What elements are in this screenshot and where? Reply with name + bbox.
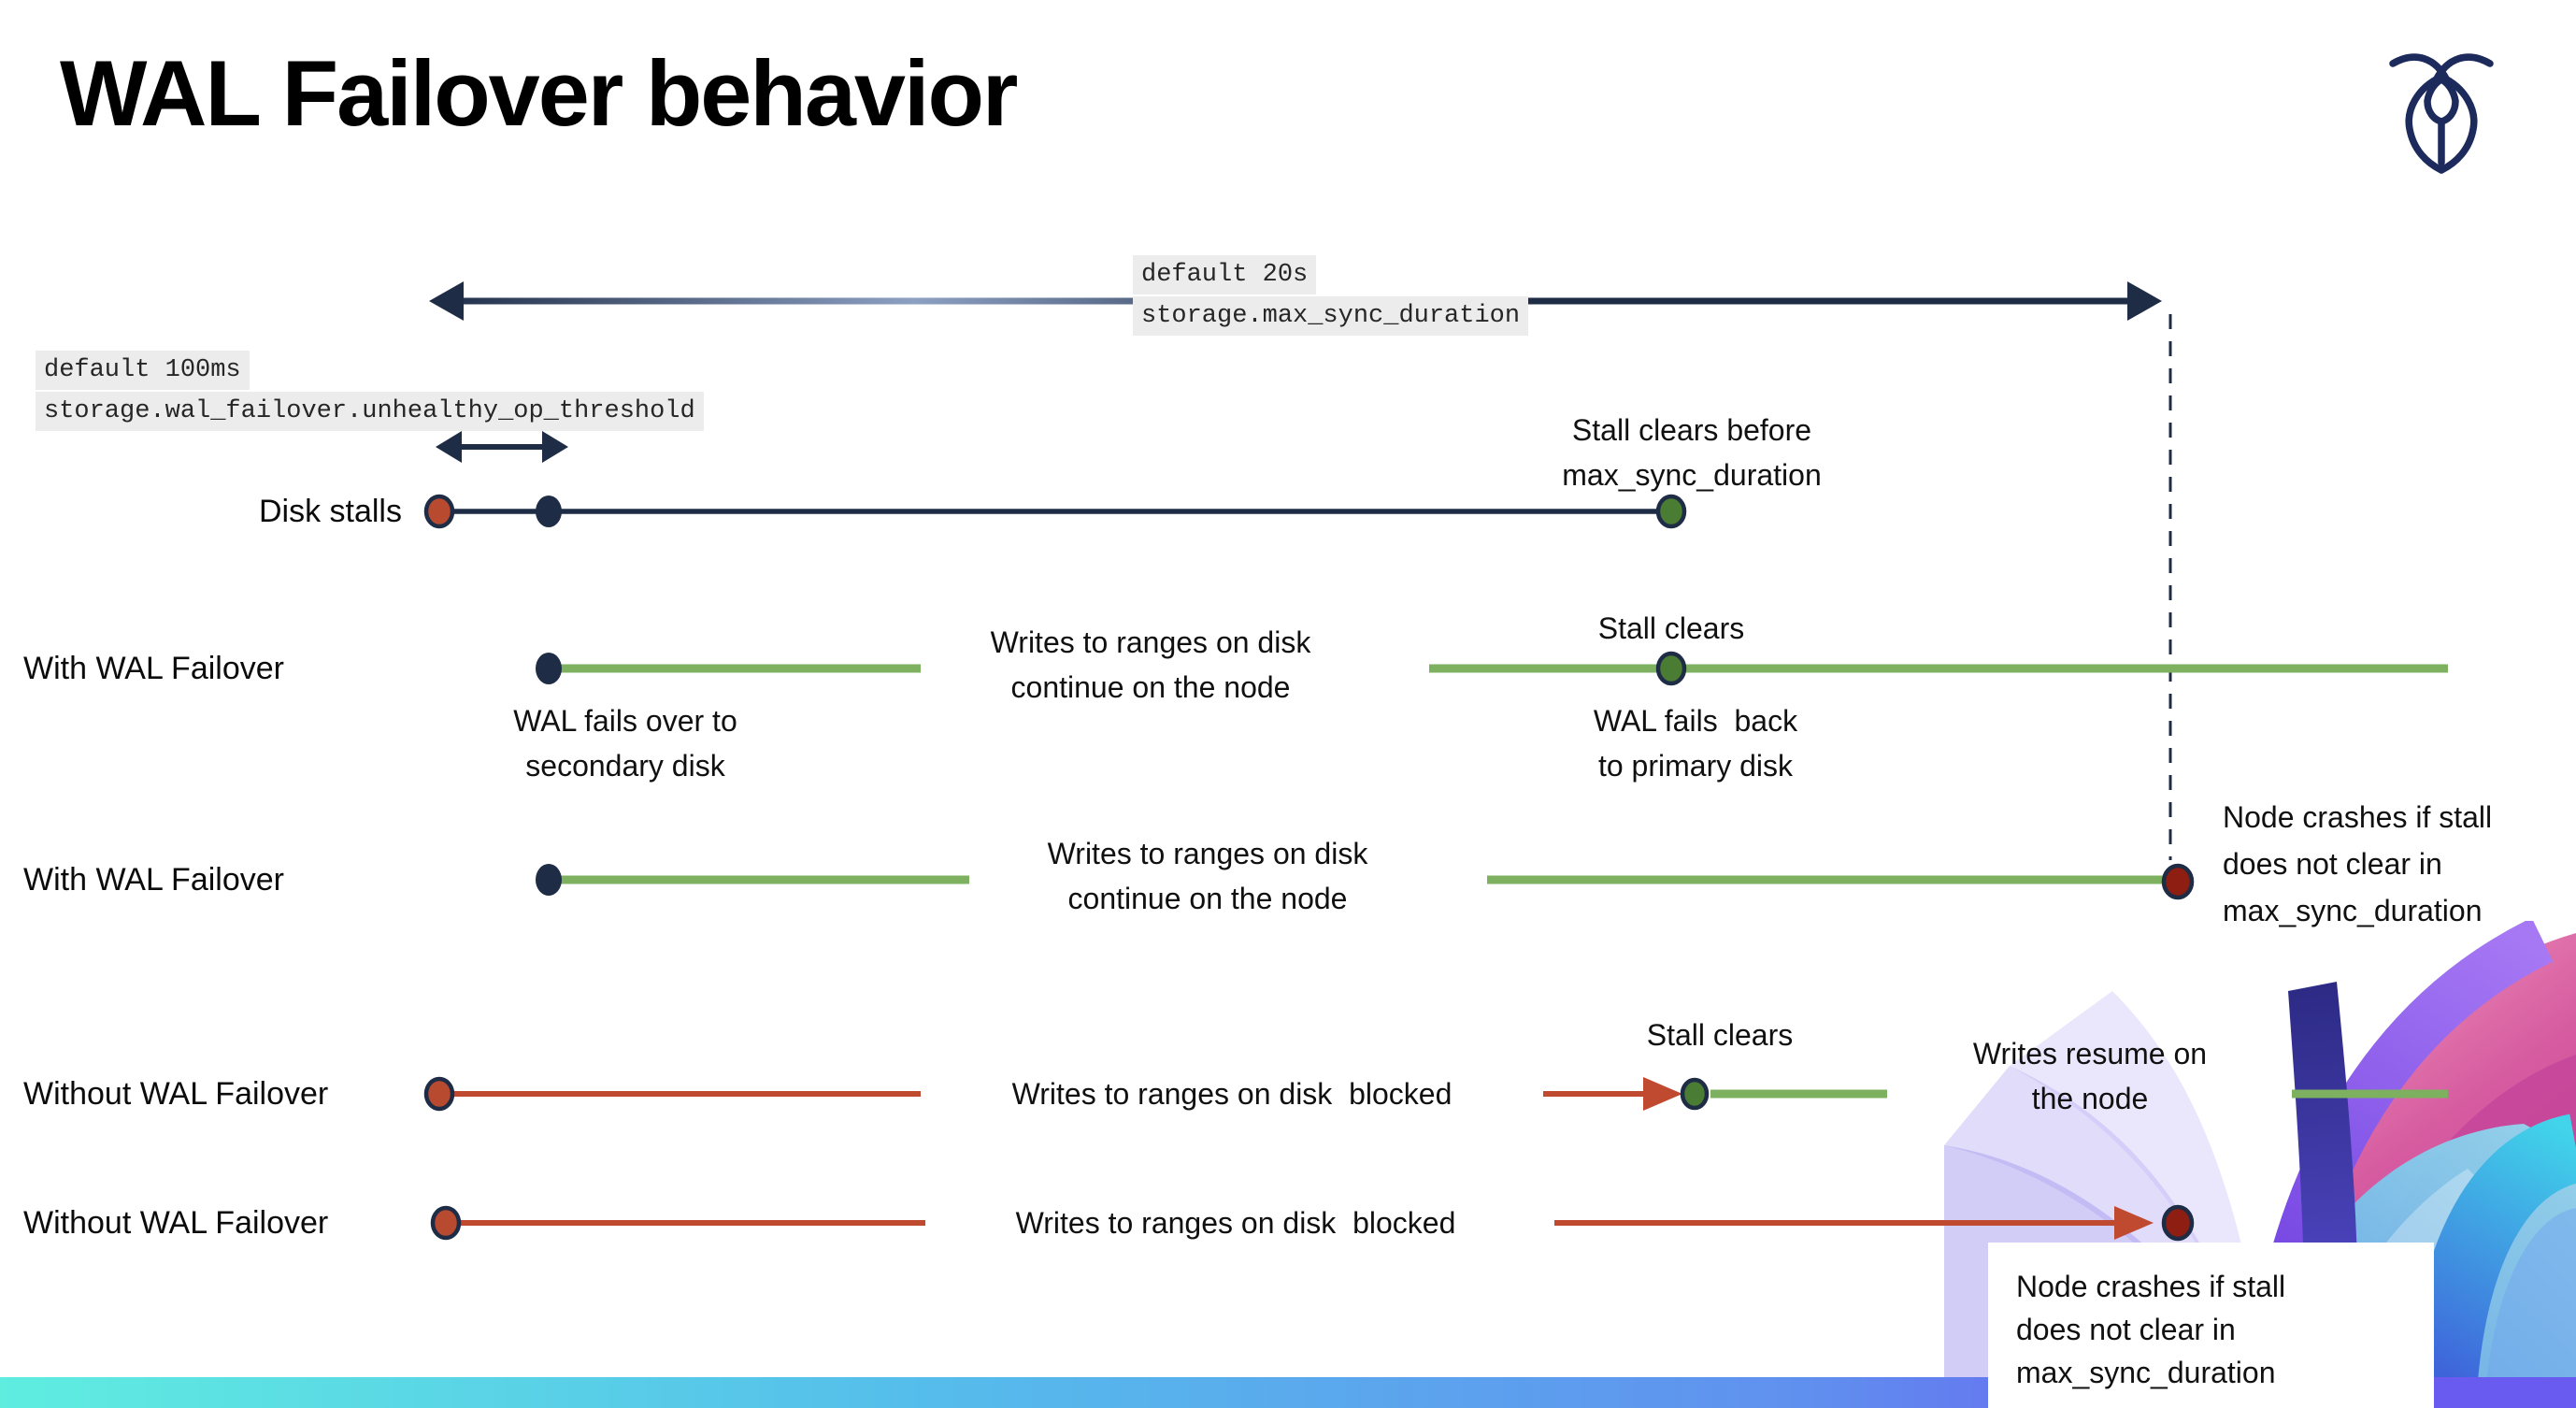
- row-label-with-wal-failover-2: With WAL Failover: [23, 862, 284, 898]
- stall-clears-dot: [1655, 651, 1687, 686]
- note-node-crashes-row5: Node crashes if stall does not clear in …: [2016, 1270, 2286, 1389]
- note-stall-clears-row4: Stall clears: [1646, 1018, 1794, 1052]
- stall-clears-dot: [1680, 1077, 1710, 1111]
- row-label-disk-stalls: Disk stalls: [258, 494, 402, 529]
- arrowhead: [1643, 1077, 1682, 1111]
- node-crash-dot: [2161, 863, 2195, 900]
- timeline-row-with-failover-crash: [536, 863, 2195, 900]
- threshold-reached-dot: [536, 496, 562, 527]
- note-wal-fails-over: WAL fails over to secondary disk: [513, 704, 737, 783]
- disk-stall-start-dot: [430, 1205, 462, 1241]
- timeline-row-without-failover-clears: [423, 1076, 2448, 1112]
- unhealthy-op-threshold-arrow: [436, 431, 568, 463]
- row-label-with-wal-failover-1: With WAL Failover: [23, 651, 284, 686]
- row-label-without-wal-failover-2: Without WAL Failover: [23, 1205, 329, 1241]
- unhealthy-op-default-label: default 100ms: [36, 351, 250, 390]
- note-writes-resume: Writes resume on the node: [1972, 1037, 2208, 1115]
- timeline-row-with-failover-clears: [536, 651, 2448, 686]
- note-stall-clears-before: Stall clears before max_sync_duration: [1562, 413, 1822, 492]
- note-node-crashes-row3: Node crashes if stall does not clear in …: [2223, 800, 2493, 927]
- max-sync-setting-label: storage.max_sync_duration: [1133, 296, 1529, 336]
- timeline-row-without-failover-crash: [430, 1204, 2195, 1242]
- note-writes-blocked-row4: Writes to ranges on disk blocked: [1011, 1077, 1453, 1111]
- disk-stall-start-dot: [423, 1076, 455, 1112]
- failover-dot: [536, 864, 562, 896]
- disk-stall-start-dot: [423, 494, 455, 529]
- max-sync-default-label: default 20s: [1133, 255, 1317, 295]
- arrowhead: [2114, 1206, 2154, 1240]
- timeline-row-disk-stalls: [423, 494, 1687, 529]
- node-crash-dot: [2161, 1204, 2195, 1242]
- row-label-without-wal-failover-1: Without WAL Failover: [23, 1076, 329, 1112]
- crash-note-box: Node crashes if stall does not clear in …: [1988, 1243, 2434, 1408]
- note-writes-continue-row2: Writes to ranges on disk continue on the…: [990, 625, 1311, 704]
- note-writes-continue-row3: Writes to ranges on disk continue on the…: [1047, 837, 1368, 915]
- unhealthy-op-setting-label: storage.wal_failover.unhealthy_op_thresh…: [36, 392, 704, 431]
- note-writes-blocked-row5: Writes to ranges on disk blocked: [1015, 1206, 1456, 1240]
- cockroachdb-roach-icon: [2389, 53, 2494, 174]
- stall-clears-dot: [1655, 494, 1687, 529]
- note-wal-fails-back: WAL fails back to primary disk: [1593, 704, 1798, 783]
- failover-dot: [536, 653, 562, 684]
- page-title: WAL Failover behavior: [60, 41, 1018, 145]
- note-stall-clears-row2: Stall clears: [1597, 611, 1745, 645]
